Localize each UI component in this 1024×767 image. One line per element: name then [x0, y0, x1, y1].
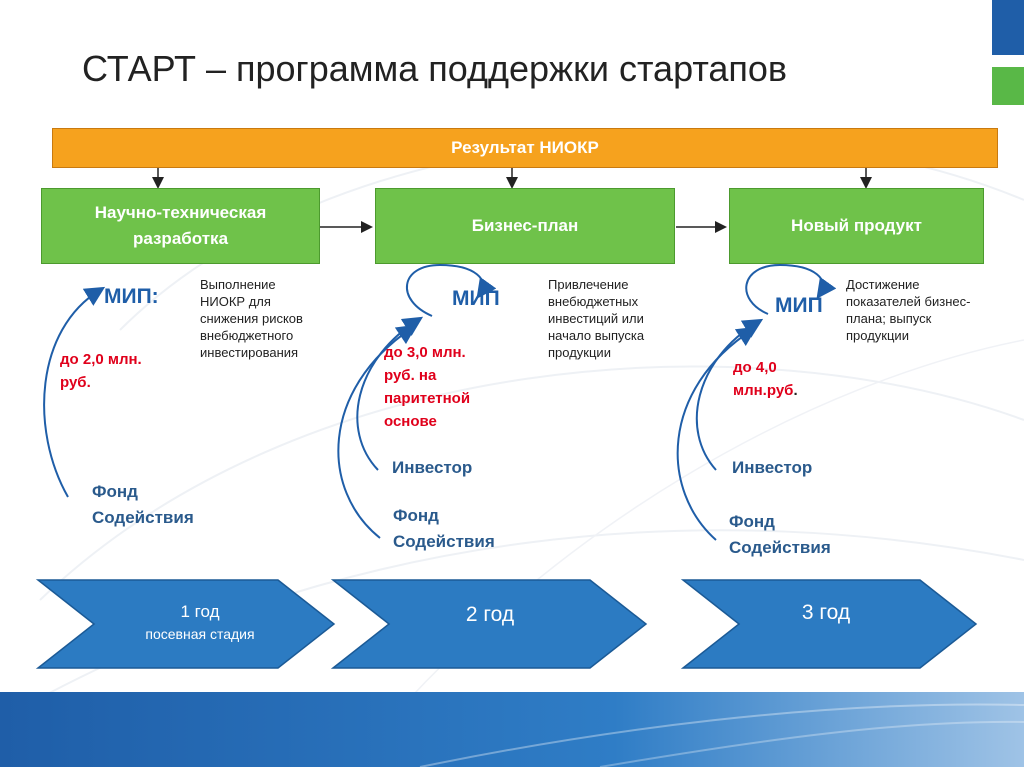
year-label-3: 3 год: [726, 601, 926, 625]
fund-line: Фонд: [729, 512, 775, 531]
fund-curve-3: [676, 326, 758, 541]
stage-description-1: Выполнение НИОКР для снижения рисков вне…: [200, 276, 303, 361]
mip-label-1: МИП:: [104, 285, 159, 308]
fund-line: Фонд: [393, 506, 439, 525]
year-chevron-2: [330, 579, 648, 669]
amount-line: паритетной: [384, 390, 471, 407]
desc-line: Достижение: [846, 277, 920, 292]
desc-line: показателей бизнес-: [846, 294, 971, 309]
stage-box-new-product: Новый продукт: [729, 188, 984, 264]
stage-description-3: Достижение показателей бизнес- плана; вы…: [846, 276, 970, 344]
corner-block-green: [992, 67, 1024, 105]
stage-description-2: Привлечение внебюджетных инвестиций или …: [548, 276, 644, 361]
stage-box-rnd-line1: Научно-техническая: [94, 203, 267, 222]
funding-amount-3: до 4,0 млн.руб.: [733, 356, 798, 402]
stage-box-new-product-label: Новый продукт: [791, 216, 922, 235]
niokr-result-box: Результат НИОКР: [52, 128, 998, 168]
amount-line: основе: [384, 413, 437, 430]
page-title: СТАРТ – программа поддержки стартапов: [82, 48, 788, 89]
desc-line: Привлечение: [548, 277, 629, 292]
stage-box-rnd-line2: разработка: [132, 229, 229, 248]
fund-line: Фонд: [92, 482, 138, 501]
desc-line: плана; выпуск: [846, 311, 932, 326]
mip-loop-2: [405, 263, 497, 317]
year-chevron-3: [680, 579, 978, 669]
funding-amount-2: до 3,0 млн. руб. на паритетной основе: [384, 341, 470, 433]
funding-curve-1: [43, 286, 106, 498]
fund-label-1: Фонд Содействия: [92, 479, 194, 531]
desc-line: внебюджетного: [200, 328, 294, 343]
desc-line: НИОКР для: [200, 294, 271, 309]
desc-line: продукции: [846, 328, 909, 343]
funding-amount-1: до 2,0 млн. руб.: [60, 348, 142, 394]
desc-line: инвестирования: [200, 345, 299, 360]
fund-line: Содействия: [729, 538, 831, 557]
desc-line: продукции: [548, 345, 611, 360]
year-label-2: 2 год: [390, 603, 590, 627]
bottom-band: [0, 692, 1024, 767]
desc-line: инвестиций или: [548, 311, 644, 326]
mip-label-3: МИП: [775, 294, 823, 317]
fund-curve-2: [337, 324, 417, 539]
stage-box-rnd: Научно-техническая разработка: [41, 188, 320, 264]
amount-line: млн.руб: [733, 382, 794, 399]
fund-label-3: Фонд Содействия: [729, 509, 831, 561]
niokr-result-label: Результат НИОКР: [451, 138, 599, 157]
fund-label-2: Фонд Содействия: [393, 503, 495, 555]
stage-box-business-plan: Бизнес-план: [375, 188, 675, 264]
corner-block-blue: [992, 0, 1024, 55]
year-stage: посевная стадия: [145, 626, 255, 642]
amount-line: до 4,0: [733, 359, 777, 376]
year-label-1: 1 год посевная стадия: [100, 601, 300, 645]
investor-label-3: Инвестор: [732, 458, 813, 477]
year-chevron-1: [35, 579, 336, 669]
amount-line: руб. на: [384, 367, 437, 384]
desc-line: внебюджетных: [548, 294, 639, 309]
amount-line: руб.: [60, 374, 91, 391]
year-number: 1 год: [180, 602, 220, 621]
year-number: 3 год: [801, 601, 851, 624]
fund-line: Содействия: [393, 532, 495, 551]
year-number: 2 год: [465, 603, 515, 626]
amount-line: до 2,0 млн.: [60, 351, 142, 368]
investor-label-2: Инвестор: [392, 458, 473, 477]
amount-line: до 3,0 млн.: [384, 344, 466, 361]
mip-label-2: МИП: [452, 287, 500, 310]
fund-line: Содействия: [92, 508, 194, 527]
stage-box-business-plan-label: Бизнес-план: [471, 216, 579, 235]
desc-line: Выполнение: [200, 277, 276, 292]
mip-loop-3: [745, 263, 837, 315]
desc-line: начало выпуска: [548, 328, 645, 343]
desc-line: снижения рисков: [200, 311, 303, 326]
amount-dot: .: [793, 382, 798, 399]
